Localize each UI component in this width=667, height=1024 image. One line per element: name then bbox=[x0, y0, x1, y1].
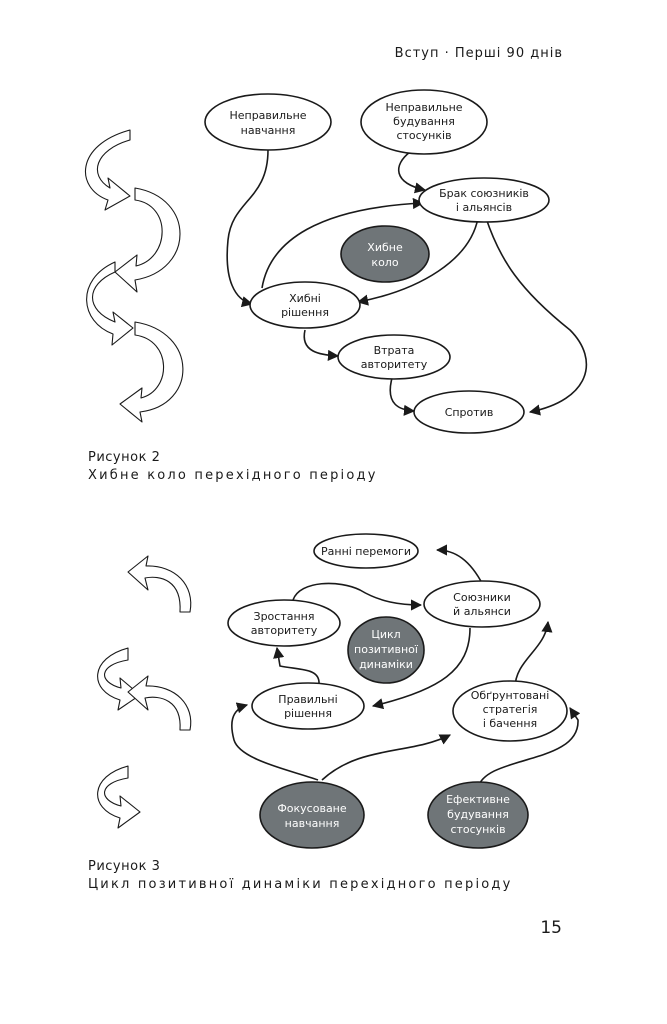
figure-2-caption: Рисунок 2 Хибне коло перехідного періоду bbox=[88, 450, 378, 483]
node-wrong-decisions: Хибні рішення bbox=[249, 281, 361, 329]
swirl-arrow-1-icon bbox=[84, 129, 131, 211]
node-loss-authority: Втрата авторитету bbox=[337, 334, 451, 380]
node-growth-authority-line-1: Зростання bbox=[254, 610, 315, 623]
figure-3-caption: Рисунок 3 Цикл позитивної динаміки перех… bbox=[88, 859, 513, 892]
node-wrong-decisions-line-1: Хибні bbox=[289, 292, 321, 305]
node-vicious-circle: Хибне коло bbox=[340, 225, 430, 283]
node-wrong-relationships-line-1: Неправильне bbox=[385, 101, 462, 114]
node-strategy-line-3: і бачення bbox=[483, 717, 537, 730]
swirl-arrow-3-icon bbox=[86, 261, 134, 346]
swirl-arrows-decoration-2 bbox=[97, 555, 192, 829]
node-wrong-relationships-line-2: будування bbox=[393, 115, 455, 128]
node-positive-cycle-line-1: Цикл bbox=[371, 628, 400, 641]
swirl-arrows-decoration bbox=[84, 129, 184, 423]
node-resistance-line-1: Спротив bbox=[445, 406, 494, 419]
node-wrong-relationships: Неправильне будування стосунків bbox=[360, 89, 488, 155]
node-allies: Союзники й альянси bbox=[423, 580, 541, 628]
node-focused-learning: Фокусоване навчання bbox=[259, 781, 365, 849]
swirl-arrow-8-icon bbox=[97, 765, 141, 829]
swirl-arrow-7-icon bbox=[127, 675, 192, 731]
node-effective-relationships-line-2: будування bbox=[447, 808, 509, 821]
node-focused-learning-line-1: Фокусоване bbox=[277, 802, 347, 815]
figure-positive-cycle: Ранні перемоги Зростання авторитету Союз… bbox=[97, 533, 581, 849]
figure-3-title: Цикл позитивної динаміки перехідного пер… bbox=[88, 877, 513, 892]
swirl-arrow-6-icon bbox=[97, 647, 141, 711]
node-vicious-circle-line-1: Хибне bbox=[367, 241, 403, 254]
node-lack-allies-line-2: і альянсів bbox=[456, 201, 512, 214]
node-wrong-learning-line-1: Неправильне bbox=[229, 109, 306, 122]
node-loss-authority-line-2: авторитету bbox=[361, 358, 428, 371]
node-positive-cycle: Цикл позитивної динаміки bbox=[347, 616, 425, 684]
swirl-arrow-2-icon bbox=[114, 187, 181, 293]
node-wrong-decisions-line-2: рішення bbox=[281, 306, 329, 319]
node-wrong-learning-line-2: навчання bbox=[241, 124, 296, 137]
node-vicious-circle-line-2: коло bbox=[371, 256, 398, 269]
node-resistance: Спротив bbox=[413, 390, 525, 434]
node-wrong-learning: Неправильне навчання bbox=[204, 93, 332, 151]
running-header: Вступ · Перші 90 днів bbox=[394, 46, 563, 61]
node-lack-allies: Брак союзників і альянсів bbox=[418, 177, 550, 223]
swirl-arrow-4-icon bbox=[119, 321, 184, 423]
node-allies-line-1: Союзники bbox=[453, 591, 511, 604]
swirl-arrow-5-icon bbox=[127, 555, 192, 613]
node-allies-line-2: й альянси bbox=[453, 605, 511, 618]
node-focused-learning-line-2: навчання bbox=[285, 817, 340, 830]
figure-2-number: Рисунок 2 bbox=[88, 450, 161, 465]
node-strategy: Обґрунтовані стратегія і бачення bbox=[452, 680, 568, 742]
node-right-decisions: Правильні рішення bbox=[251, 682, 365, 730]
figure-2-title: Хибне коло перехідного періоду bbox=[88, 468, 378, 483]
node-early-wins: Ранні перемоги bbox=[313, 533, 419, 569]
page-number: 15 bbox=[540, 918, 562, 938]
figure-3-number: Рисунок 3 bbox=[88, 859, 161, 874]
node-effective-relationships-line-3: стосунків bbox=[450, 823, 505, 836]
node-strategy-line-2: стратегія bbox=[483, 703, 538, 716]
figure-vicious-circle: Неправильне навчання Неправильне будуван… bbox=[84, 89, 588, 434]
node-growth-authority: Зростання авторитету bbox=[227, 599, 341, 647]
node-positive-cycle-line-3: динаміки bbox=[359, 658, 413, 671]
node-strategy-line-1: Обґрунтовані bbox=[471, 689, 550, 702]
node-growth-authority-line-2: авторитету bbox=[251, 624, 318, 637]
node-loss-authority-line-1: Втрата bbox=[374, 344, 415, 357]
node-positive-cycle-line-2: позитивної bbox=[354, 643, 419, 656]
node-wrong-relationships-line-3: стосунків bbox=[396, 129, 451, 142]
node-effective-relationships: Ефективне будування стосунків bbox=[427, 781, 529, 849]
node-lack-allies-line-1: Брак союзників bbox=[439, 187, 529, 200]
node-right-decisions-line-2: рішення bbox=[284, 707, 332, 720]
node-effective-relationships-line-1: Ефективне bbox=[446, 793, 510, 806]
node-early-wins-line-1: Ранні перемоги bbox=[321, 545, 411, 558]
node-right-decisions-line-1: Правильні bbox=[278, 693, 337, 706]
